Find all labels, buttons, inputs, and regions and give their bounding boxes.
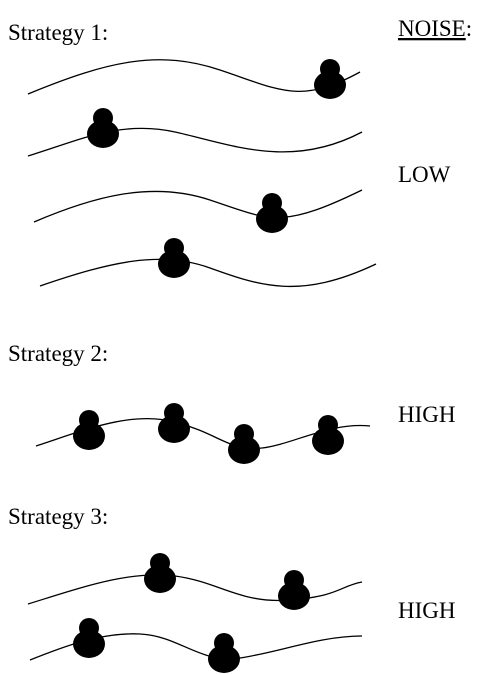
- duck-icon: [87, 108, 119, 148]
- lane-line: [27, 59, 361, 95]
- duck-icon: [314, 59, 346, 99]
- noise-header-title: NOISE: [398, 16, 466, 41]
- strategy-3-noise: HIGH: [398, 598, 456, 623]
- duck-icon: [73, 618, 105, 658]
- lane-line: [27, 127, 363, 157]
- strategy-1-noise: LOW: [398, 162, 451, 187]
- strategy-3-label: Strategy 3:: [8, 504, 108, 529]
- strategy-2-noise: HIGH: [398, 402, 456, 427]
- duck-icon: [208, 633, 240, 673]
- lane-line: [27, 574, 363, 605]
- lane-line: [39, 258, 377, 288]
- strategy-1-label: Strategy 1:: [8, 20, 108, 45]
- strategy-1-group: LOW: [27, 59, 451, 288]
- duck-icon: [158, 238, 190, 278]
- strategy-2-group: HIGH: [35, 402, 456, 464]
- duck-icon: [228, 424, 260, 464]
- duck-icon: [256, 193, 288, 233]
- duck-icon: [158, 403, 190, 443]
- duck-icon: [278, 570, 310, 610]
- noise-header: NOISE:: [398, 16, 472, 41]
- duck-icon: [312, 415, 344, 455]
- noise-header-colon: :: [466, 16, 472, 41]
- duck-icon: [73, 410, 105, 450]
- duck-icon: [144, 553, 176, 593]
- strategy-2-label: Strategy 2:: [8, 341, 108, 366]
- lane-line: [33, 189, 363, 223]
- strategy-3-group: HIGH: [27, 553, 456, 673]
